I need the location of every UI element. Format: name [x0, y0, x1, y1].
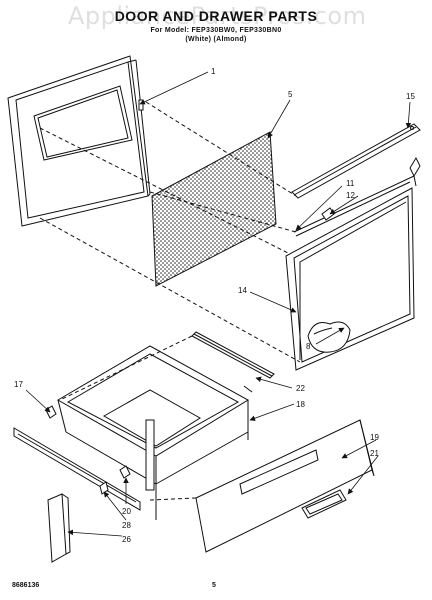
model-numbers: For Model: FEP330BW0, FEP330BN0	[150, 27, 282, 34]
callout-8: 8	[306, 342, 311, 351]
alignment-lines	[39, 101, 301, 501]
drawer-bracket	[47, 493, 71, 563]
diagram-code: 8686136	[12, 582, 40, 589]
outer-door-panel	[7, 55, 151, 227]
callout-19: 19	[370, 433, 379, 442]
callout-26: 26	[122, 535, 131, 544]
callout-1: 1	[211, 67, 216, 76]
callout-5: 5	[288, 90, 293, 99]
callout-28: 28	[122, 521, 131, 530]
callout-15: 15	[406, 92, 415, 101]
callout-17: 17	[14, 380, 23, 389]
callout-labels: 1 5 15 11 12 14 8 17 22 18 19 21 20 28 2…	[14, 67, 415, 544]
door-insulation	[151, 131, 277, 287]
drawer-handle	[301, 489, 347, 519]
callout-12: 12	[346, 191, 355, 200]
callout-20: 20	[122, 507, 131, 516]
callout-11: 11	[346, 179, 355, 188]
page-title: DOOR AND DRAWER PARTS	[114, 8, 318, 24]
callout-22: 22	[296, 384, 305, 393]
callout-14: 14	[238, 286, 247, 295]
watermark: AppliancePartsPros.com	[68, 2, 367, 30]
drawer-front	[195, 419, 375, 553]
callout-18: 18	[296, 400, 305, 409]
page-number: 5	[212, 582, 216, 589]
callout-21: 21	[370, 449, 379, 458]
color-variants: (White) (Almond)	[185, 36, 247, 43]
drawer-rail	[191, 331, 275, 379]
drawer-body	[57, 345, 253, 520]
leader-lines	[25, 71, 412, 537]
